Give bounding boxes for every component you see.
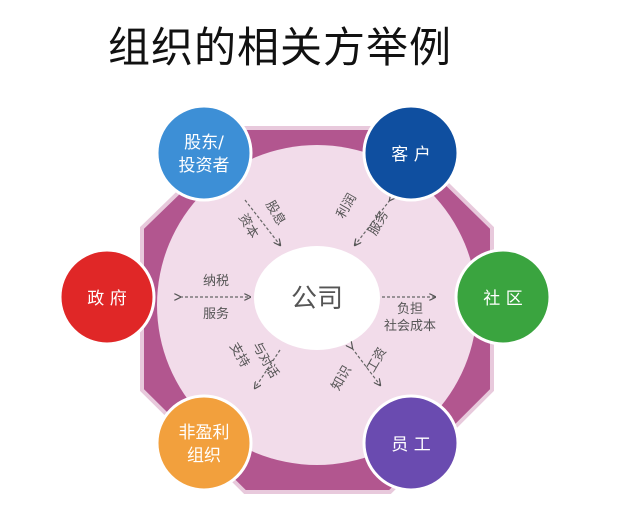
node-employees-label: 员 工 xyxy=(391,435,430,455)
flow-label-tax: 纳税 xyxy=(203,274,229,289)
node-nonprofit-line1: 非盈利 xyxy=(179,423,230,443)
node-community-label: 社 区 xyxy=(483,289,522,309)
flow-label-burden: 负担 xyxy=(397,302,423,317)
node-customers-label: 客 户 xyxy=(391,145,430,165)
flow-arrow xyxy=(244,199,280,245)
node-government-label: 政 府 xyxy=(87,289,126,309)
node-nonprofit: 非盈利 组织 xyxy=(155,394,253,492)
center-company xyxy=(254,246,380,350)
node-shareholders-line2: 投资者 xyxy=(179,156,230,176)
node-shareholders: 股东/ 投资者 xyxy=(155,104,253,202)
flow-arrow xyxy=(352,348,380,385)
node-government: 政 府 xyxy=(58,248,156,346)
node-nonprofit-line2: 组织 xyxy=(187,446,221,466)
center-label: 公司 xyxy=(291,284,343,314)
flow-label-gov-service: 服务 xyxy=(203,306,229,322)
flow-arrow xyxy=(255,349,281,388)
node-community: 社 区 xyxy=(454,248,552,346)
flow-label-social-cost: 社会成本 xyxy=(384,318,436,334)
node-employees: 员 工 xyxy=(362,394,460,492)
flow-arrow xyxy=(355,200,390,245)
node-customers: 客 户 xyxy=(362,104,460,202)
node-shareholders-line1: 股东/ xyxy=(184,133,224,153)
diagram-title: 组织的相关方举例 xyxy=(108,23,453,72)
